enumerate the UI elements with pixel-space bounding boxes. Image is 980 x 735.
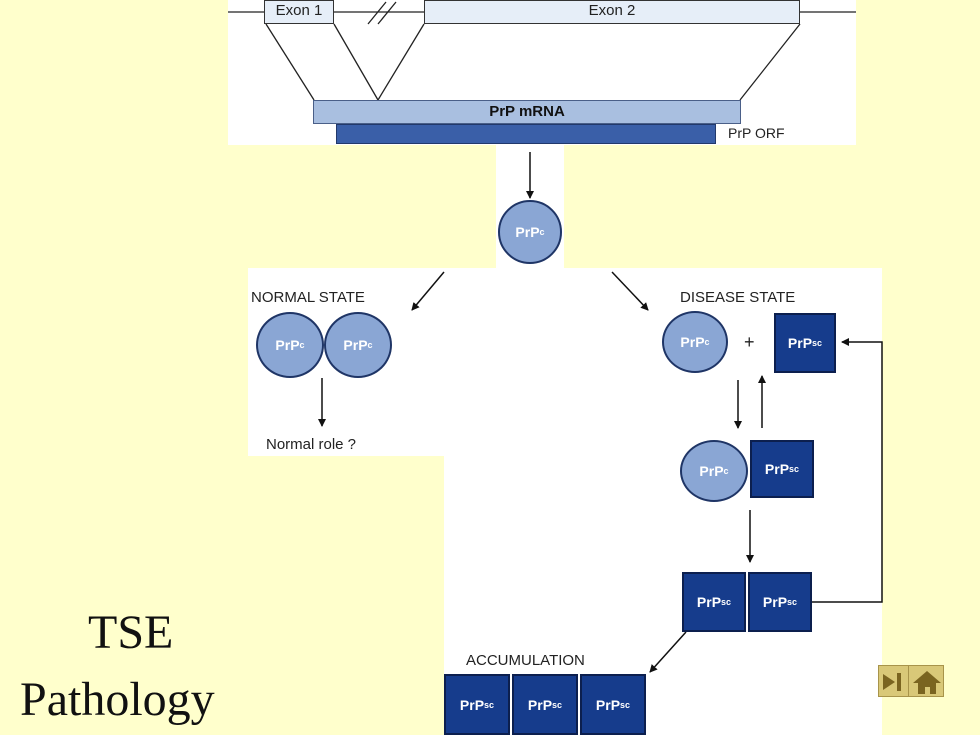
prpc-text: PrP [275, 337, 300, 353]
disease-state-label: DISEASE STATE [680, 289, 796, 306]
prpsc-text: PrP [696, 594, 722, 610]
slide-title-line-1: TSE [88, 606, 174, 659]
prpsc-text: PrP [787, 335, 813, 351]
prpc-text: PrP [515, 224, 540, 240]
prp-orf-label: PrP ORF [728, 125, 785, 141]
exon-1-box: Exon 1 [264, 0, 334, 24]
home-button[interactable] [908, 665, 944, 697]
next-slide-button[interactable] [878, 665, 908, 697]
slide-title-line-2: Pathology [20, 673, 215, 726]
exon-2-label: Exon 2 [588, 2, 636, 19]
home-icon [913, 671, 941, 694]
prp-mrna-bar: PrP mRNA [313, 100, 741, 124]
normal-role-label: Normal role ? [266, 436, 357, 453]
prp-orf-bar [336, 124, 716, 144]
prpsc-text: PrP [527, 696, 553, 713]
prpsc-text: PrP [764, 461, 790, 477]
prp-mrna-label: PrP mRNA [489, 103, 565, 120]
normal-state-label: NORMAL STATE [251, 289, 365, 306]
prpc-text: PrP [680, 334, 705, 350]
exon-1-label: Exon 1 [275, 2, 323, 19]
next-slide-icon [883, 673, 901, 691]
prpc-text: PrP [343, 337, 368, 353]
prpsc-text: PrP [762, 594, 788, 610]
exon-2-box: Exon 2 [424, 0, 800, 24]
prpc-text: PrP [699, 463, 724, 479]
prpsc-text: PrP [459, 696, 485, 713]
prpsc-text: PrP [595, 696, 621, 713]
accumulation-label: ACCUMULATION [466, 652, 585, 669]
plus-sign: + [744, 332, 755, 352]
